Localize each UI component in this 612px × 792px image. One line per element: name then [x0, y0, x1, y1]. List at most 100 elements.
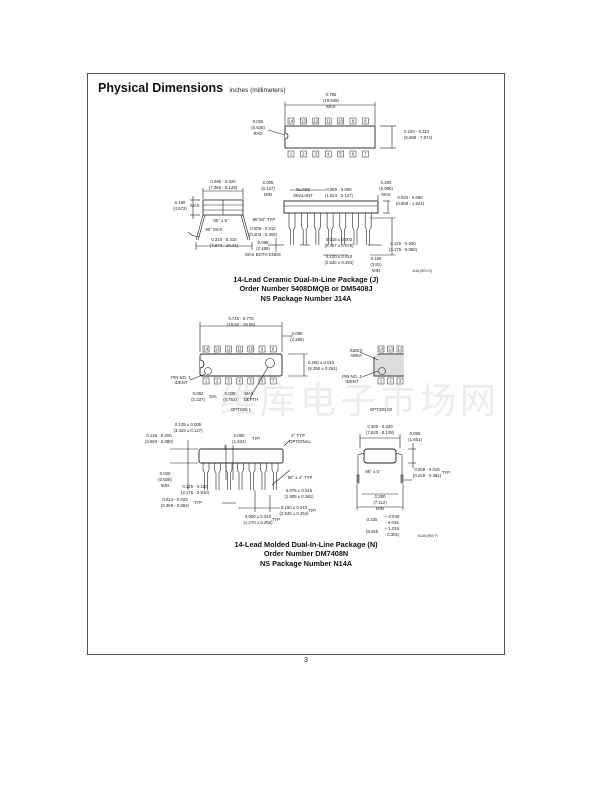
pin-box — [362, 117, 369, 125]
pin-number: 14 — [379, 347, 384, 352]
n-row-mm: (7.620 - 8.128) — [366, 430, 395, 435]
pin-box — [300, 117, 307, 125]
j-pkgw-in: 0.060 - 0.005 — [326, 187, 352, 192]
j-caption-line3: NS Package Number J14A — [260, 293, 352, 303]
pin-number: 8 — [364, 119, 367, 124]
j-span-in: 0.310 - 0.410 — [211, 237, 237, 242]
j-leadw-in: 0.008 - 0.012 — [250, 226, 276, 231]
pin-number: 13 — [301, 119, 306, 124]
j-length-in: 0.785 — [326, 92, 337, 97]
j-span-mm: (7.874 - 10.41) — [210, 243, 239, 248]
j-height-mm: (4.572) — [173, 206, 187, 211]
n-end-in: 0.090 — [292, 331, 303, 336]
n-thk-mm: (0.229 - 0.381) — [413, 473, 442, 478]
pin-box — [377, 377, 385, 385]
n-pin1-l1: PIN NO. 1 — [171, 375, 191, 380]
n-leads-mm: (1.905 ± 0.381) — [284, 494, 314, 499]
n-upperw-in: 0.050 ± 0.010 — [245, 514, 272, 519]
lead — [301, 213, 308, 245]
j-drawing-id: J14A (REV G) — [412, 269, 432, 273]
n-end-mm: (2.286) — [290, 337, 304, 342]
pin-number: 8 — [272, 347, 275, 352]
pin-box — [312, 117, 320, 125]
n-upperw-mm: (1.270 ± 0.254) — [243, 520, 273, 525]
n-shoulder-in: 0.060 — [234, 433, 245, 438]
lead — [288, 213, 296, 245]
n-standoff-in: 0.020 — [160, 471, 171, 476]
n-pitch-mm: (2.540 ± 0.254) — [279, 511, 309, 516]
pin-number: 3 — [315, 152, 318, 157]
n-pin1-l2: IDENT — [175, 380, 188, 385]
j-side-view — [268, 189, 395, 256]
page-number: 3 — [304, 657, 308, 664]
n-caption-line2: Order Number DM7408N — [263, 549, 349, 559]
n-totalh-mm: (3.683 - 5.080) — [145, 439, 174, 444]
pin-number: 13 — [388, 347, 393, 352]
j-min-in: 0.150 — [371, 256, 382, 261]
j-thk-mm: (0.508 - 1.524) — [396, 201, 425, 206]
lead — [202, 463, 210, 490]
n-inner-mm: (7.112) — [373, 500, 387, 505]
n-depth-note2: DEPTH — [244, 397, 259, 402]
n-leadw-mm: (0.356 - 0.584) — [161, 503, 190, 508]
pin-box — [202, 377, 210, 385]
heading-units: inches (millimeters) — [229, 87, 286, 94]
pin-number: 1 — [290, 152, 293, 157]
pin-number: 9 — [352, 119, 355, 124]
j-row-in: 0.290 - 0.320 — [210, 179, 236, 184]
n-thk-in: 0.009 - 0.015 — [414, 467, 440, 472]
pin-box — [362, 150, 369, 158]
n-bodyh-in: 0.135 ± 0.005 — [175, 422, 202, 427]
n-shoulder-mm: (1.524) — [232, 439, 246, 444]
pin-number: 6 — [352, 152, 355, 157]
j-height-in: 0.180 — [175, 200, 186, 205]
pin-number: 7 — [364, 152, 367, 157]
n-drawing-id: N14A (REV F) — [418, 534, 438, 538]
j-leadw-mm: (0.203 - 0.305) — [249, 232, 278, 237]
pin-number: 7 — [272, 379, 275, 384]
pin-box — [213, 377, 221, 385]
pin-box — [247, 345, 255, 353]
pin-box — [225, 345, 232, 353]
pin-box — [300, 150, 307, 158]
n-span-mm-minus: - 0.381) — [385, 532, 400, 537]
n-end-view — [356, 434, 416, 510]
n-thk-note: TYP — [442, 470, 450, 475]
pin-box — [312, 150, 320, 158]
j-leadlen-in: 0.125 - 0.200 — [390, 241, 416, 246]
n-caption-line1: 14-Lead Molded Dual-In-Line Package (N) — [234, 540, 378, 549]
j-width-mm: (5.588 - 7.874) — [404, 135, 433, 140]
pin-number: 9 — [261, 347, 264, 352]
pin-box — [247, 377, 255, 385]
pin-number: 3 — [227, 379, 230, 384]
n-draft-note: OPTIONAL — [289, 439, 311, 444]
j-rad-note: RAD — [253, 131, 262, 136]
lead — [364, 213, 372, 245]
n-depth-note1: MAX — [244, 391, 253, 396]
watermark-text: 维库电子市场网 — [220, 381, 501, 422]
pin-number: 12 — [226, 347, 231, 352]
pin-number: 14 — [289, 119, 294, 124]
pin-number: 10 — [338, 119, 343, 124]
n-toph-mm: (1.651) — [408, 437, 422, 442]
n-leadlen-mm: (3.175 - 3.810) — [181, 490, 210, 495]
j-row-mm: (7.366 - 8.128) — [209, 185, 238, 190]
n-package-caption: 14-Lead Molded Dual-In-Line Package (N) … — [0, 540, 612, 568]
j-rad-mm: (0.635) — [251, 125, 265, 130]
pin-number: 2 — [302, 152, 305, 157]
n-shoulder-note: TYP — [252, 436, 260, 441]
n-span-mm: (8.255 — [366, 529, 379, 534]
pin-box — [287, 150, 295, 158]
j-pitch-mm: (2.540 ± 0.254) — [324, 260, 354, 265]
pin-number: 1 — [380, 379, 383, 384]
n-pitch-in: 0.100 ± 0.010 — [281, 505, 308, 510]
n-span-mm-plus: + 1.016 — [385, 526, 400, 531]
lead — [339, 213, 347, 245]
j-glass-2: SEALANT — [293, 193, 313, 198]
n-length-mm: (18.80 - 19.56) — [227, 322, 256, 327]
n-index-l1: INDEX — [349, 348, 362, 353]
n-standoff-mm: (0.508) — [158, 477, 172, 482]
pin-box — [287, 117, 295, 125]
